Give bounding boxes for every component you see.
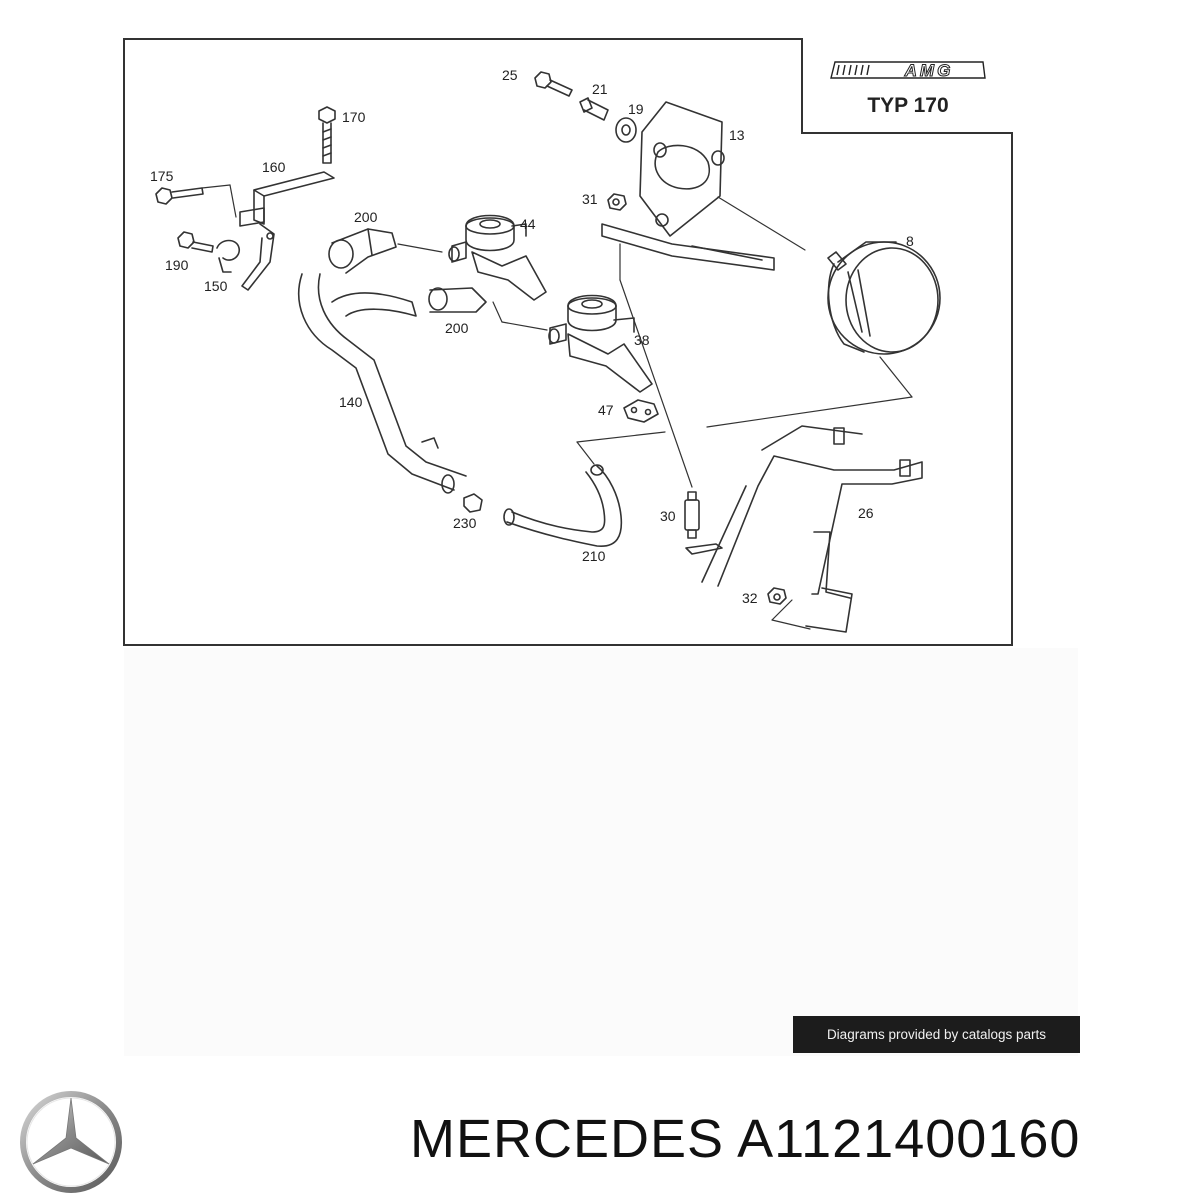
amg-logo-text: AMG [904, 61, 954, 80]
bolt-25 [534, 71, 573, 97]
callout-175: 175 [150, 168, 174, 184]
callout-210: 210 [582, 548, 606, 564]
pipe-140 [297, 273, 467, 494]
callout-150: 150 [204, 278, 228, 294]
callout-170: 170 [342, 109, 366, 125]
callout-44: 44 [520, 216, 536, 232]
product-title: MERCEDES A1121400160 [410, 1108, 1080, 1170]
bracket-160 [239, 171, 335, 291]
part-number: A1121400160 [737, 1109, 1081, 1169]
callout-26: 26 [858, 505, 874, 521]
content-background [124, 648, 1078, 1056]
callout-21: 21 [592, 81, 608, 97]
callout-230: 230 [453, 515, 477, 531]
callout-190: 190 [165, 257, 189, 273]
nut-31 [607, 193, 627, 211]
bolt-175 [155, 187, 204, 205]
callout-19: 19 [628, 101, 644, 117]
callout-32: 32 [742, 590, 758, 606]
bracket-13 [601, 101, 775, 271]
exploded-parts-diagram: 25 21 19 13 170 175 160 200 44 31 8 190 … [150, 67, 941, 633]
bracket-26 [701, 425, 923, 633]
hose-210 [503, 464, 623, 547]
valve-44 [448, 214, 547, 301]
bolt-170 [318, 106, 336, 164]
hose-200-upper [328, 228, 397, 274]
mercedes-star-logo [20, 1091, 122, 1193]
hose-200-lower [428, 287, 487, 313]
bolt-190 [177, 231, 214, 253]
leader-lines [201, 184, 913, 630]
callout-200-upper: 200 [354, 209, 378, 225]
callout-160: 160 [262, 159, 286, 175]
clamp-150 [216, 239, 241, 273]
callout-31: 31 [582, 191, 598, 207]
type-label: TYP 170 [867, 94, 949, 117]
catalog-credit-badge: Diagrams provided by catalogs parts [793, 1016, 1080, 1053]
type-info-box: AMG TYP 170 [801, 38, 1013, 134]
callout-25: 25 [502, 67, 518, 83]
callout-13: 13 [729, 127, 745, 143]
callout-200-lower: 200 [445, 320, 469, 336]
sensor-30 [684, 491, 723, 555]
valve-38 [548, 294, 653, 393]
parts-diagram-frame: 25 21 19 13 170 175 160 200 44 31 8 190 … [123, 38, 1013, 646]
callout-38: 38 [634, 332, 650, 348]
callout-140: 140 [339, 394, 363, 410]
spacer-21 [579, 97, 609, 121]
callout-8: 8 [906, 233, 914, 249]
clamp-230 [463, 493, 483, 513]
callout-30: 30 [660, 508, 676, 524]
callout-47: 47 [598, 402, 614, 418]
gasket-47 [623, 399, 659, 423]
air-pump-8 [827, 241, 941, 355]
brand-name: MERCEDES [410, 1109, 725, 1169]
nut-32 [767, 587, 787, 605]
grommet-19 [615, 117, 637, 143]
amg-logo: AMG [830, 61, 986, 81]
